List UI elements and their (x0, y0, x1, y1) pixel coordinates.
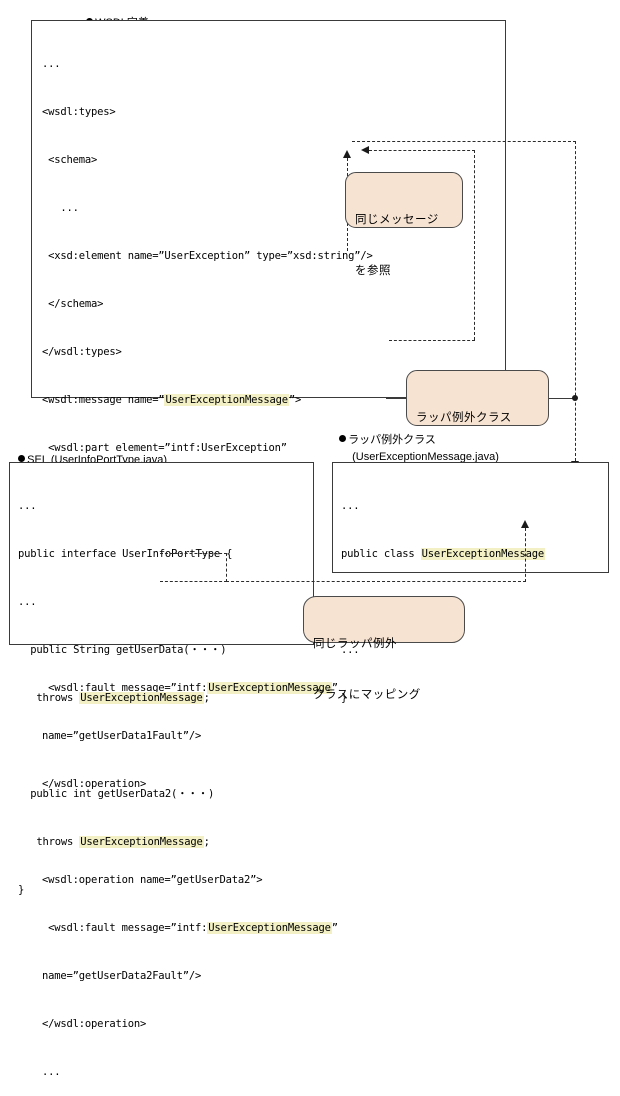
connector-sei-to-wrapper-horizontal (226, 581, 526, 582)
connector-map-callout-vertical (505, 141, 506, 366)
wrapper-line-2: public class UserExceptionMessage (341, 546, 546, 562)
connector-fault2-arrow-left-icon (361, 146, 369, 154)
sei-line-5: throws UserExceptionMessage; (18, 690, 232, 706)
sei-line-9: } (18, 884, 25, 896)
callout-same-message-line2: を参照 (355, 265, 391, 277)
wsdl-line-6: </schema> (42, 298, 104, 310)
connector-fault2-horizontal (389, 340, 475, 341)
connector-fault2-top-horizontal (369, 150, 475, 151)
highlight-message-name: UserExceptionMessage (164, 394, 289, 406)
sei-throws1-suffix: ; (203, 692, 210, 704)
sei-throws2-prefix: throws (18, 836, 80, 848)
callout-map-to-wrapper: ラッパ例外クラス にマッピング (406, 370, 549, 475)
sei-line-6 (18, 738, 232, 754)
wsdl-fault2-prefix: <wsdl:fault message=”intf: (42, 922, 208, 934)
wsdl-line-19: <wsdl:fault message=”intf:UserExceptionM… (42, 920, 373, 936)
connector-message-top-horizontal (352, 141, 576, 142)
sei-throws1-prefix: throws (18, 692, 80, 704)
wsdl-line-2: <wsdl:types> (42, 106, 116, 118)
highlight-wrapper-class-name: UserExceptionMessage (420, 548, 546, 560)
wsdl-line-5: <xsd:element name=”UserException” type=”… (42, 250, 373, 262)
highlight-fault2-message: UserExceptionMessage (207, 922, 332, 934)
callout-same-message-line1: 同じメッセージ (355, 214, 439, 226)
connector-map-callout-right-stub (548, 398, 576, 399)
highlight-sei-throws2: UserExceptionMessage (79, 836, 204, 848)
wsdl-line-20: name=”getUserData2Fault”/> (42, 970, 202, 982)
wrapper-code-block: ... public class UserExceptionMessage ex… (341, 466, 546, 722)
wsdl-line-3: <schema> (42, 154, 98, 166)
wrapper-section-file-label: (UserExceptionMessage.java) (352, 451, 499, 463)
wsdl-line-21: </wsdl:operation> (42, 1018, 147, 1030)
connector-fault1-arrow-up-icon (343, 150, 351, 158)
sei-line-8: throws UserExceptionMessage; (18, 834, 232, 850)
sei-line-3: ... (18, 596, 37, 608)
connector-message-right-vertical (575, 141, 576, 461)
wsdl-message-prefix: <wsdl:message name=” (42, 394, 165, 406)
highlight-sei-throws1: UserExceptionMessage (79, 692, 204, 704)
callout-same-wrapper-class: 同じラッパ例外 クラスにマッピング (303, 596, 465, 701)
wsdl-line-8: <wsdl:message name=”UserExceptionMessage… (42, 392, 373, 408)
sei-code-block: ... public interface UserInfoPortType { … (18, 466, 232, 914)
wsdl-message-suffix: ”> (288, 394, 302, 406)
connector-fault2-vertical (474, 150, 475, 340)
callout-same-wrapper-class-line1: 同じラッパ例外 (313, 638, 397, 650)
sei-throws2-suffix: ; (203, 836, 210, 848)
connector-sei-to-wrapper-vertical (525, 528, 526, 582)
wrapper-section-file: (UserExceptionMessage.java) (346, 438, 499, 464)
sei-line-4: public String getUserData(・・・) (18, 644, 227, 656)
wrapper-section-label: ラッパ例外クラス (348, 434, 436, 446)
sei-line-7: public int getUserData2(・・・) (18, 788, 215, 800)
wsdl-line-9: <wsdl:part element=”intf:UserException” (42, 442, 287, 454)
wrapper-line-1: ... (341, 500, 360, 512)
connector-sei-throws1-vertical (226, 553, 227, 582)
connector-sei-throws1-horizontal (160, 553, 227, 554)
wrapper-section-title: ラッパ例外クラス (333, 421, 436, 447)
sei-line-1: ... (18, 500, 37, 512)
connector-sei-throws2-horizontal (160, 581, 227, 582)
wsdl-fault2-suffix: ” (331, 922, 338, 934)
connector-junction-dot (572, 395, 578, 401)
wsdl-line-1: ... (42, 58, 61, 70)
callout-same-message: 同じメッセージ を参照 (345, 172, 463, 277)
callout-same-wrapper-class-line2: クラスにマッピング (313, 689, 421, 701)
sei-line-2: public interface UserInfoPortType { (18, 548, 233, 560)
wsdl-line-7: </wsdl:types> (42, 346, 122, 358)
wsdl-line-4: ... (42, 202, 79, 214)
connector-wrapper-arrow-up-icon (521, 520, 529, 528)
callout-map-to-wrapper-line1: ラッパ例外クラス (416, 412, 512, 424)
connector-map-callout-left-stub (386, 398, 408, 399)
bullet-icon (18, 455, 26, 462)
wrapper-class-prefix: public class (341, 548, 421, 560)
bullet-icon (339, 435, 347, 442)
wsdl-line-22: ... (42, 1066, 61, 1078)
